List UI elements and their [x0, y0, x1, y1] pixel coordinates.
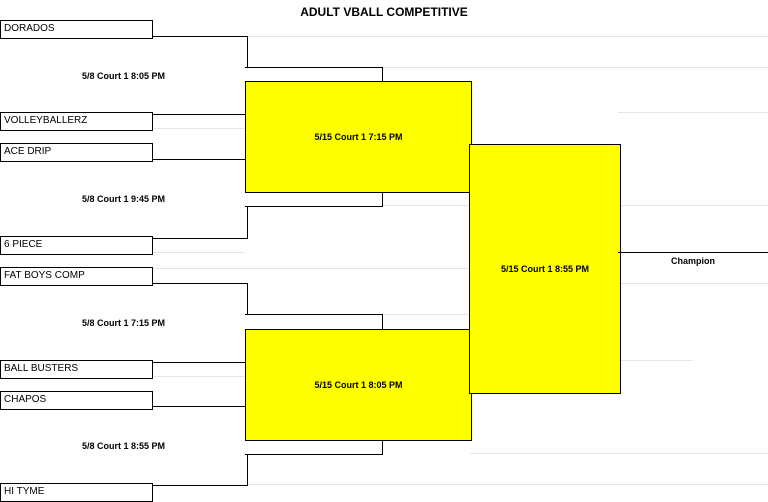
bracket-title: ADULT VBALL COMPETITIVE	[300, 5, 468, 19]
gridline	[618, 112, 768, 113]
gridline	[148, 484, 768, 485]
team-cell: HI TYME	[0, 483, 153, 502]
champion-line	[618, 252, 768, 253]
gridline	[148, 36, 768, 37]
gridline	[382, 67, 768, 68]
gridline	[618, 205, 768, 206]
round2-game-1: 5/15 Court 1 7:15 PM	[245, 81, 472, 193]
team-cell: CHAPOS	[0, 391, 153, 410]
round1-game-2: 5/8 Court 1 9:45 PM	[0, 159, 248, 239]
gridline	[470, 453, 768, 454]
final-game: 5/15 Court 1 8:55 PM	[469, 144, 621, 394]
gridline	[148, 252, 245, 253]
champion-label: Champion	[671, 256, 715, 266]
round1-game-1: 5/8 Court 1 8:05 PM	[0, 36, 248, 115]
team-cell: 6 PIECE	[0, 236, 153, 255]
round1-game-3: 5/8 Court 1 7:15 PM	[0, 283, 248, 363]
gridline	[618, 283, 768, 284]
round2-game-2: 5/15 Court 1 8:05 PM	[245, 329, 472, 441]
gridline	[148, 128, 245, 129]
gridline	[382, 314, 469, 315]
team-cell: BALL BUSTERS	[0, 360, 153, 379]
team-cell: ACE DRIP	[0, 143, 153, 162]
team-cell: DORADOS	[0, 20, 153, 39]
gridline	[148, 376, 245, 377]
team-cell: FAT BOYS COMP	[0, 267, 153, 286]
gridline	[618, 360, 693, 361]
round1-game-4: 5/8 Court 1 8:55 PM	[0, 406, 248, 486]
gridline	[148, 268, 469, 269]
team-cell: VOLLEYBALLERZ	[0, 112, 153, 131]
gridline	[382, 205, 469, 206]
